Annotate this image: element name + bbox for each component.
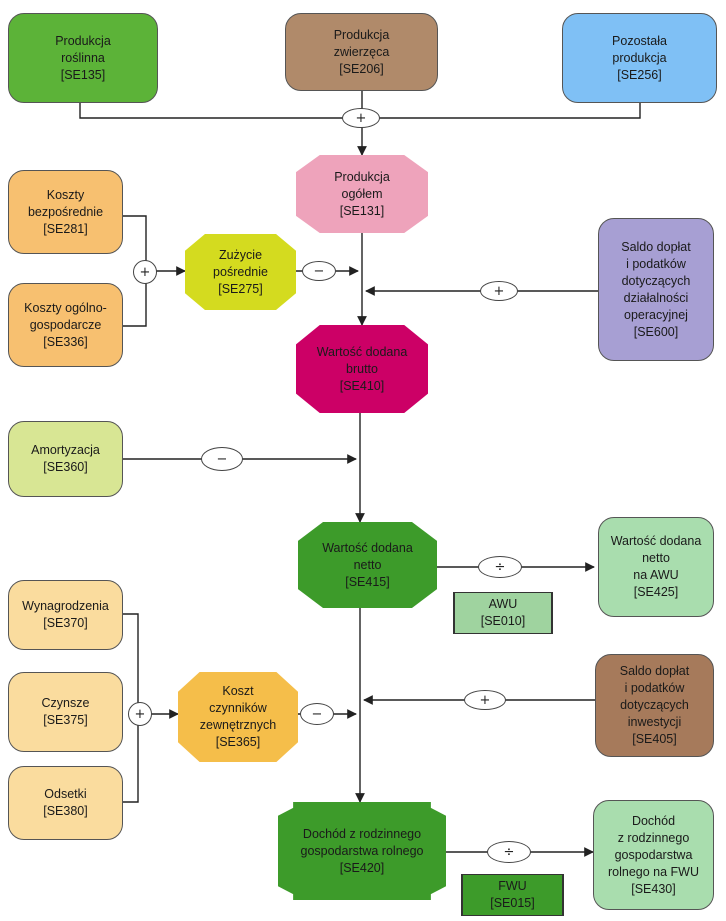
plus-operator-operating-subsidies: + xyxy=(480,281,518,301)
other-production-label: Pozostała produkcja [SE256] xyxy=(612,33,667,82)
direct-costs-box: Koszty bezpośrednie [SE281] xyxy=(8,170,123,254)
plus-operator-costs: + xyxy=(133,260,157,284)
operating-subsidies-box: Saldo dopłat i podatków dotyczących dzia… xyxy=(598,218,714,361)
interest-box: Odsetki [SE380] xyxy=(8,766,123,840)
other-production-box: Pozostała produkcja [SE256] xyxy=(562,13,717,103)
plus-operator-factors: + xyxy=(128,702,152,726)
operating-subsidies-label: Saldo dopłat i podatków dotyczących dzia… xyxy=(621,239,691,339)
overhead-costs-box: Koszty ogólno- gospodarcze [SE336] xyxy=(8,283,123,367)
fwu-bar: FWU [SE015] xyxy=(461,874,564,916)
gross-value-added-label: Wartość dodana brutto [SE410] xyxy=(316,344,408,393)
plant-production-label: Produkcja roślinna [SE135] xyxy=(55,33,111,82)
income-per-fwu-label: Dochód z rodzinnego gospodarstwa rolnego… xyxy=(607,813,699,896)
wages-box: Wynagrodzenia [SE370] xyxy=(8,580,123,650)
overhead-costs-label: Koszty ogólno- gospodarcze [SE336] xyxy=(24,300,107,349)
income-per-fwu-box: Dochód z rodzinnego gospodarstwa rolnego… xyxy=(593,800,714,910)
plus-operator-top: + xyxy=(342,108,380,128)
interest-label: Odsetki [SE380] xyxy=(43,787,88,818)
intermediate-consumption-octagon: Zużycie pośrednie [SE275] xyxy=(185,234,296,310)
animal-production-label: Produkcja zwierzęca [SE206] xyxy=(333,27,390,76)
animal-production-box: Produkcja zwierzęca [SE206] xyxy=(285,13,438,91)
investment-subsidies-label: Saldo dopłat i podatków dotyczących inwe… xyxy=(619,664,690,746)
investment-subsidies-box: Saldo dopłat i podatków dotyczących inwe… xyxy=(595,654,714,757)
direct-costs-label: Koszty bezpośrednie [SE281] xyxy=(27,187,104,236)
plant-production-box: Produkcja roślinna [SE135] xyxy=(8,13,158,103)
net-value-added-label: Wartość dodana netto [SE415] xyxy=(322,540,413,589)
family-farm-income-label: Dochód z rodzinnego gospodarstwa rolnego… xyxy=(300,826,424,875)
net-value-added-octagon: Wartość dodana netto [SE415] xyxy=(298,522,437,608)
total-output-octagon: Produkcja ogółem [SE131] xyxy=(296,155,428,233)
depreciation-box: Amortyzacja [SE360] xyxy=(8,421,123,497)
awu-bar: AWU [SE010] xyxy=(453,592,553,634)
wages-label: Wynagrodzenia [SE370] xyxy=(22,599,109,630)
external-factors-octagon: Koszt czynników zewnętrznych [SE365] xyxy=(178,672,298,762)
rents-box: Czynsze [SE375] xyxy=(8,672,123,752)
minus-operator-intermediate: − xyxy=(302,261,336,281)
family-farm-income-node: Dochód z rodzinnego gospodarstwa rolnego… xyxy=(278,802,446,900)
minus-operator-depreciation: − xyxy=(201,447,243,471)
plus-operator-investment-subsidies: + xyxy=(464,690,506,710)
gross-value-added-octagon: Wartość dodana brutto [SE410] xyxy=(296,325,428,413)
intermediate-consumption-label: Zużycie pośrednie [SE275] xyxy=(213,247,268,296)
total-output-label: Produkcja ogółem [SE131] xyxy=(334,169,390,218)
external-factors-label: Koszt czynników zewnętrznych [SE365] xyxy=(199,684,277,749)
divide-operator-awu: ÷ xyxy=(478,556,522,578)
awu-label: AWU [SE010] xyxy=(480,597,526,628)
nva-per-awu-label: Wartość dodana netto na AWU [SE425] xyxy=(610,534,702,599)
fwu-label: FWU [SE015] xyxy=(490,879,535,910)
depreciation-label: Amortyzacja [SE360] xyxy=(31,443,100,474)
nva-per-awu-box: Wartość dodana netto na AWU [SE425] xyxy=(598,517,714,617)
minus-operator-external-factors: − xyxy=(300,703,334,725)
rents-label: Czynsze [SE375] xyxy=(41,696,90,727)
divide-operator-fwu: ÷ xyxy=(487,841,531,863)
